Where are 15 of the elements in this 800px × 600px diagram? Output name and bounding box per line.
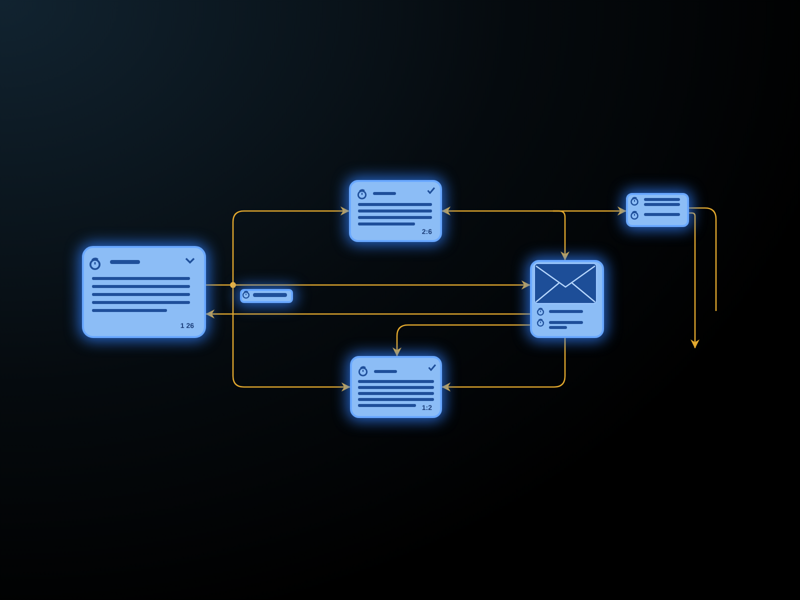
connector-arrow — [232, 285, 350, 392]
connector-arrow — [442, 206, 553, 216]
connector-line — [689, 207, 717, 311]
connector-arrow — [206, 310, 530, 318]
message-card — [82, 246, 206, 338]
connector-arrow — [442, 338, 566, 392]
connector-arrow — [232, 206, 350, 285]
list-card — [626, 193, 689, 227]
email-card — [530, 260, 604, 338]
connector-arrow — [689, 212, 700, 348]
connector-arrow — [553, 206, 626, 216]
pill-card — [240, 289, 293, 303]
connector-arrow — [392, 324, 530, 356]
message-card — [349, 180, 442, 242]
message-card — [350, 356, 442, 418]
